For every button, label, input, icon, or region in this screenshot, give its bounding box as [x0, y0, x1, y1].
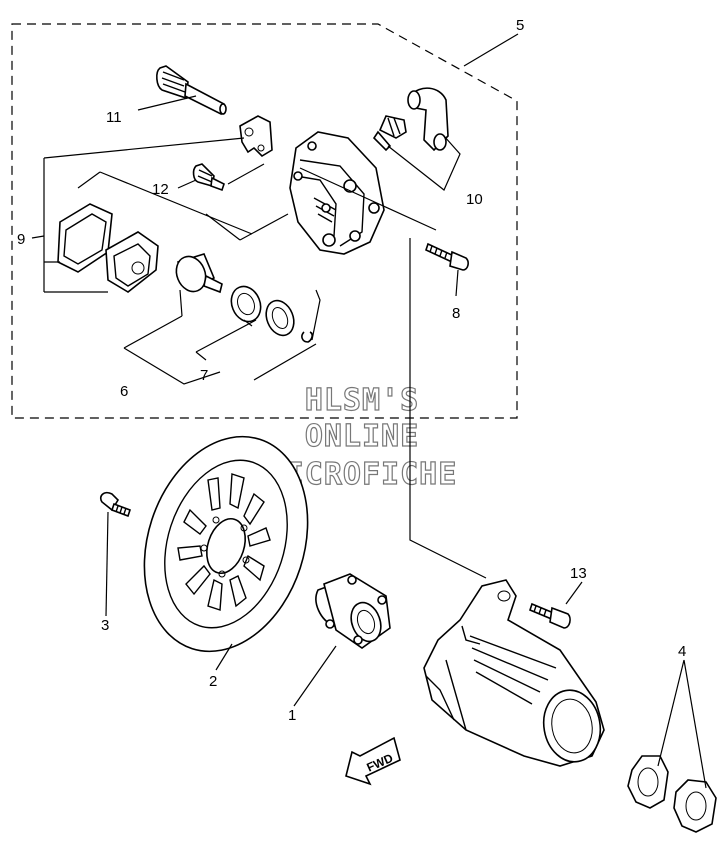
callout-2: 2	[209, 673, 217, 690]
part-9-brake-pads	[57, 203, 159, 293]
callout-6: 6	[120, 383, 128, 400]
callout-9: 9	[17, 231, 25, 248]
callout-3: 3	[101, 617, 109, 634]
watermark: HLSM'S ONLINE MICROFICHE	[266, 382, 457, 492]
part-6-piston	[175, 253, 223, 294]
part-8-bolt	[425, 242, 469, 271]
part-9-group-lines	[43, 137, 253, 293]
watermark-line-1: HLSM'S	[305, 383, 419, 418]
callout-12: 12	[152, 181, 169, 198]
callout-11: 11	[106, 109, 122, 126]
part-11-slide-pin	[156, 65, 227, 116]
forward-direction-arrow: FWD	[345, 736, 401, 786]
part-10-hose-holder	[372, 87, 449, 152]
caliper-assembly-boundary	[11, 23, 518, 419]
part-1-hub	[315, 573, 391, 649]
part-7-group-lines	[195, 319, 317, 381]
callout-7: 7	[200, 367, 208, 384]
caliper-leader-lines	[205, 163, 437, 341]
callout-8: 8	[452, 305, 460, 322]
part-12-bleed-screw	[192, 163, 225, 192]
part-2-brake-disc	[143, 435, 309, 653]
watermark-line-2: ONLINE	[305, 419, 419, 454]
leader-lines	[31, 33, 707, 789]
part-9-clip	[239, 115, 273, 158]
caliper-bracket	[423, 579, 605, 767]
callout-1: 1	[288, 707, 296, 724]
part-4-nuts	[627, 755, 717, 833]
part-3-bolt	[99, 491, 132, 518]
part-6-group-lines	[123, 289, 221, 385]
callout-labels: 1 2 3 4 5 6 7 8 9 10 11 12 13	[17, 17, 686, 724]
part-13-bolt	[529, 602, 571, 629]
part-7-seals	[230, 285, 313, 343]
callout-13: 13	[570, 565, 587, 582]
callout-10: 10	[466, 191, 483, 208]
callout-5: 5	[516, 17, 524, 34]
caliper-body	[289, 131, 385, 255]
callout-4: 4	[678, 643, 686, 660]
